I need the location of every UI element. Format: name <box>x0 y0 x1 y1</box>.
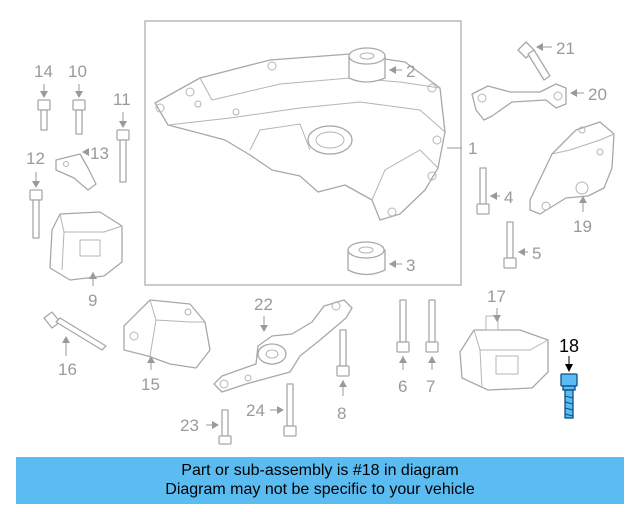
part-7-bolt[interactable] <box>425 299 439 353</box>
part-8-bolt[interactable] <box>336 329 350 377</box>
part-14-bolt[interactable] <box>37 99 51 131</box>
part-24-bolt[interactable] <box>283 383 297 437</box>
callout-24[interactable]: 24 <box>246 401 265 420</box>
part-16-bolt[interactable] <box>43 311 107 351</box>
banner-line-part: Part or sub-assembly is #18 in diagram <box>181 462 459 479</box>
part-18-bolt-highlighted[interactable] <box>560 373 578 419</box>
callout-4[interactable]: 4 <box>504 188 513 207</box>
callout-23[interactable]: 23 <box>180 416 199 435</box>
part-23-bolt[interactable] <box>218 409 232 445</box>
part-5-bolt[interactable] <box>503 221 517 269</box>
part-10-bolt[interactable] <box>72 99 86 135</box>
callout-14[interactable]: 14 <box>34 62 53 81</box>
part-2-bushing[interactable] <box>348 47 386 83</box>
callout-6[interactable]: 6 <box>398 377 407 396</box>
callout-16[interactable]: 16 <box>58 360 77 379</box>
part-9-engine-mount[interactable] <box>49 211 123 281</box>
callout-1[interactable]: 1 <box>468 139 477 158</box>
banner-line-disclaimer: Diagram may not be specific to your vehi… <box>165 481 475 498</box>
callout-11[interactable]: 11 <box>113 90 131 109</box>
part-22-torque-arm[interactable] <box>213 299 353 393</box>
callout-21[interactable]: 21 <box>556 39 575 58</box>
part-info-banner: Part or sub-assembly is #18 in diagram D… <box>16 457 624 504</box>
part-17-transmission-mount[interactable] <box>459 315 549 391</box>
callout-7[interactable]: 7 <box>426 377 435 396</box>
part-4-bolt[interactable] <box>476 167 490 215</box>
callout-13[interactable]: 13 <box>90 144 109 163</box>
callout-5[interactable]: 5 <box>532 244 541 263</box>
callout-20[interactable]: 20 <box>588 85 607 104</box>
callout-10[interactable]: 10 <box>68 62 87 81</box>
part-3-bushing[interactable] <box>347 241 386 276</box>
part-13-bracket[interactable] <box>55 153 97 191</box>
callout-2[interactable]: 2 <box>406 62 415 81</box>
part-12-bolt[interactable] <box>29 189 43 239</box>
subframe-group-box <box>144 20 462 286</box>
part-21-bolt[interactable] <box>517 41 551 81</box>
callout-18[interactable]: 18 <box>559 336 579 356</box>
callout-15[interactable]: 15 <box>141 375 160 394</box>
callout-9[interactable]: 9 <box>88 291 97 310</box>
part-19-bracket[interactable] <box>529 121 615 215</box>
part-6-bolt[interactable] <box>396 299 410 353</box>
part-15-transmission-bracket[interactable] <box>123 299 211 369</box>
part-20-link[interactable] <box>471 83 567 121</box>
callout-19[interactable]: 19 <box>573 217 592 236</box>
part-1-subframe[interactable] <box>154 53 446 221</box>
callout-22[interactable]: 22 <box>254 295 273 314</box>
callout-8[interactable]: 8 <box>337 404 346 423</box>
callout-3[interactable]: 3 <box>406 256 415 275</box>
part-11-bolt[interactable] <box>116 129 130 183</box>
callout-12[interactable]: 12 <box>26 149 45 168</box>
callout-17[interactable]: 17 <box>487 287 506 306</box>
